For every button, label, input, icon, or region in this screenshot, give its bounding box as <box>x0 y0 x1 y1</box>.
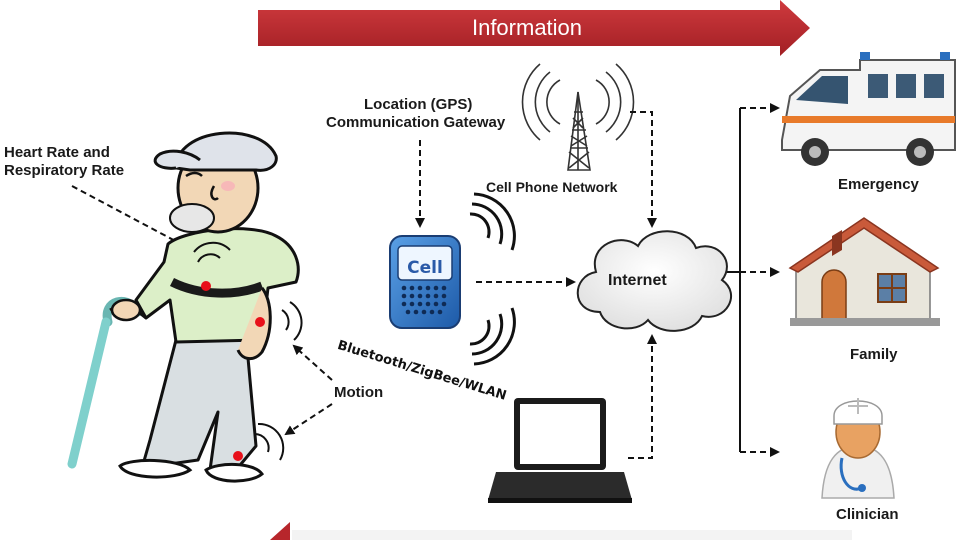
motion-arrow-arm <box>292 344 333 381</box>
house-icon <box>788 217 940 326</box>
cell-tower-icon <box>521 63 635 171</box>
cell-network-label: Cell Phone Network <box>486 179 618 195</box>
internet-label: Internet <box>608 272 667 289</box>
family-label: Family <box>850 346 898 363</box>
knee-sensor-dot <box>233 451 243 461</box>
wireless-signal-icon <box>469 192 516 366</box>
chest-sensor-dot <box>201 281 211 291</box>
distribution-bracket <box>722 103 780 457</box>
sensor-label-line1: Heart Rate and <box>4 144 110 161</box>
motion-arrow-knee <box>284 403 333 436</box>
gps-label-line1: Location (GPS) <box>364 96 473 113</box>
tower-to-internet-arrow <box>630 111 657 228</box>
return-banner-arrow <box>270 522 852 540</box>
patient-figure <box>67 131 303 483</box>
arm-sensor-dot <box>255 317 265 327</box>
mobile-phone-icon <box>389 235 461 329</box>
sensor-label-line2: Respiratory Rate <box>4 162 125 179</box>
clinician-label: Clinician <box>836 506 899 523</box>
gps-label-line2: Communication Gateway <box>326 114 506 131</box>
information-banner-label: Information <box>471 15 583 40</box>
ambulance-icon <box>781 52 956 166</box>
laptop-icon <box>488 398 632 503</box>
motion-label: Motion <box>334 384 384 401</box>
clinician-icon <box>821 398 895 499</box>
sensor-label-arrow <box>71 185 198 253</box>
internet-cloud <box>576 230 733 332</box>
emergency-label: Emergency <box>838 176 919 193</box>
laptop-to-internet-arrow <box>628 334 657 459</box>
information-banner-arrow <box>258 0 810 56</box>
phone-screen-label: Cell <box>407 258 443 278</box>
